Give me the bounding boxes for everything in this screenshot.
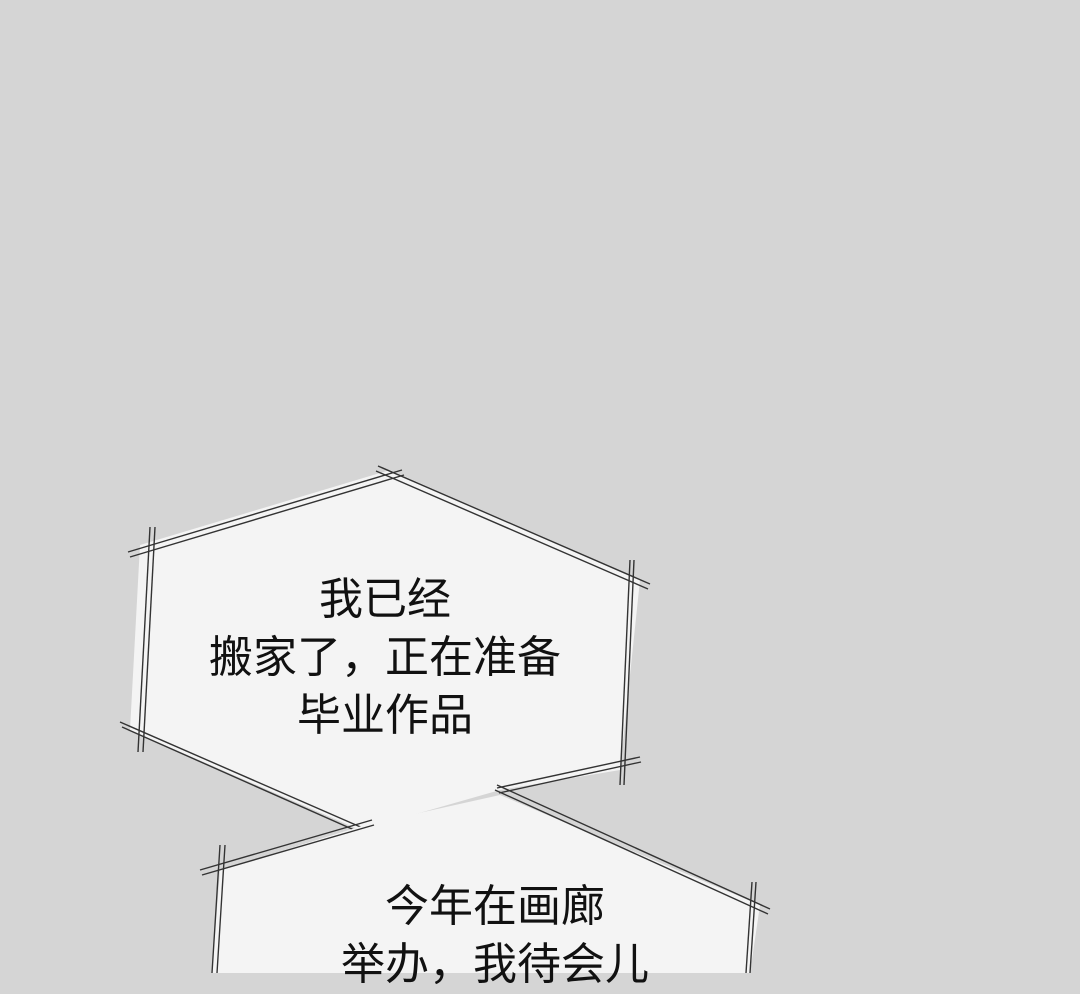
bubble-2-line-1: 今年在画廊 bbox=[385, 881, 605, 932]
bubble-1-line-1: 我已经 bbox=[319, 574, 451, 625]
bubble-1-line-3: 毕业作品 bbox=[297, 690, 473, 741]
bubble-2-line-2: 举办，我待会儿 bbox=[341, 939, 649, 990]
bubble-1-text: 我已经 搬家了，正在准备 毕业作品 bbox=[170, 571, 600, 745]
comic-panel bbox=[119, 465, 771, 973]
speech-bubble-2 bbox=[199, 784, 771, 973]
bubble-2-text: 今年在画廊 举办，我待会儿 bbox=[290, 878, 700, 994]
bubble-1-line-2: 搬家了，正在准备 bbox=[209, 632, 561, 683]
speech-bubble-1 bbox=[119, 465, 651, 838]
